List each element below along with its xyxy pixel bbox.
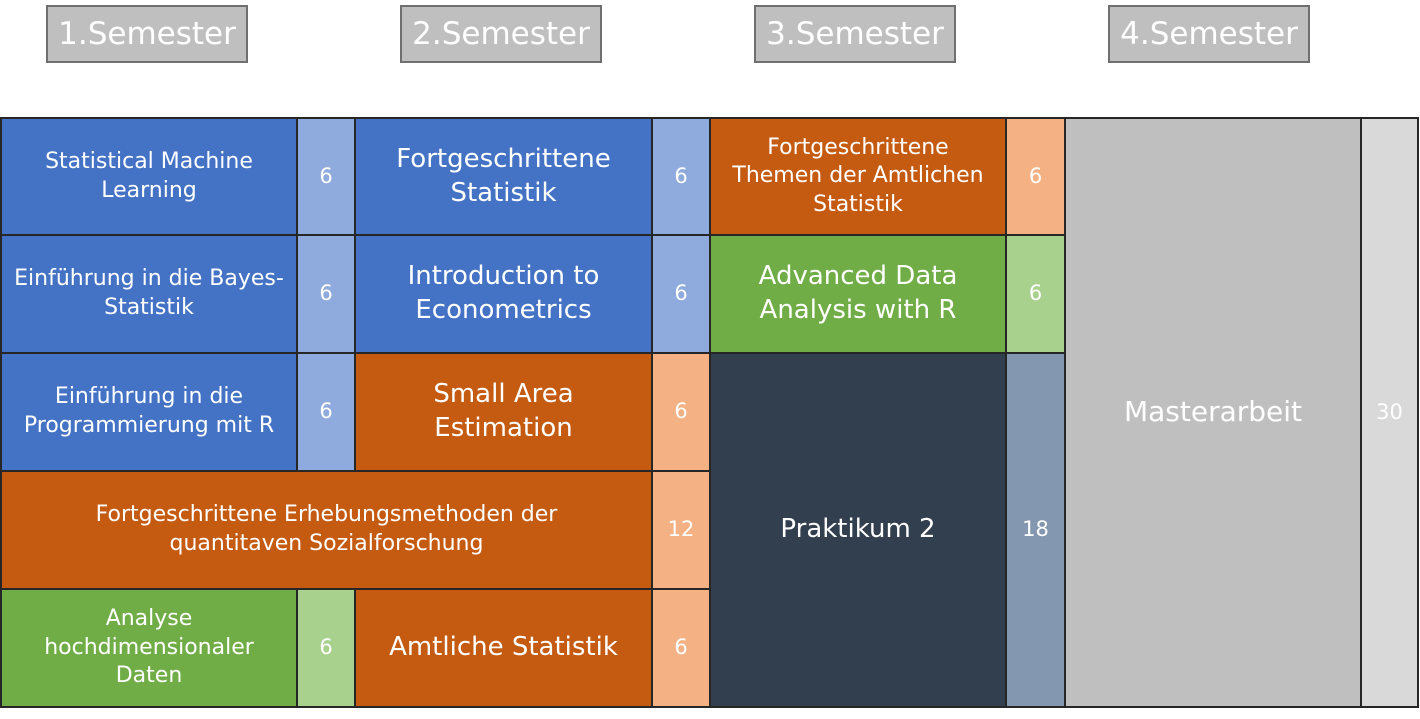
ects-hochdimensionale-daten: 6 <box>296 588 356 708</box>
ects-themen-amtliche-statistik: 6 <box>1005 117 1066 236</box>
module-themen-amtliche-statistik: Fortgeschrittene Themen der Amtlichen St… <box>709 117 1007 236</box>
ects-amtliche-statistik: 6 <box>651 588 711 708</box>
module-advanced-data-analysis: Advanced Data Analysis with R <box>709 234 1007 354</box>
ects-fortgeschrittene-statistik: 6 <box>651 117 711 236</box>
module-small-area-estimation: Small Area Estimation <box>354 352 653 472</box>
module-praktikum: Praktikum 2 <box>709 352 1007 708</box>
ects-statistical-machine-learning: 6 <box>296 117 356 236</box>
ects-advanced-data-analysis: 6 <box>1005 234 1066 354</box>
ects-bayes-statistik: 6 <box>296 234 356 354</box>
module-econometrics: Introduction to Econometrics <box>354 234 653 354</box>
module-hochdimensionale-daten: Analyse hochdimensionaler Daten <box>0 588 298 708</box>
module-fortgeschrittene-statistik: Fortgeschrittene Statistik <box>354 117 653 236</box>
semester-1-header: 1.Semester <box>46 5 248 63</box>
module-programmierung-r: Einführung in die Programmierung mit R <box>0 352 298 472</box>
ects-programmierung-r: 6 <box>296 352 356 472</box>
ects-erhebungsmethoden: 12 <box>651 470 711 590</box>
ects-small-area-estimation: 6 <box>651 352 711 472</box>
module-erhebungsmethoden: Fortgeschrittene Erhebungsmethoden der q… <box>0 470 653 590</box>
ects-praktikum: 18 <box>1005 352 1066 708</box>
module-masterarbeit: Masterarbeit <box>1064 117 1362 708</box>
module-amtliche-statistik: Amtliche Statistik <box>354 588 653 708</box>
module-bayes-statistik: Einführung in die Bayes-Statistik <box>0 234 298 354</box>
module-statistical-machine-learning: Statistical Machine Learning <box>0 117 298 236</box>
ects-econometrics: 6 <box>651 234 711 354</box>
semester-4-header: 4.Semester <box>1108 5 1310 63</box>
semester-2-header: 2.Semester <box>400 5 602 63</box>
semester-3-header: 3.Semester <box>754 5 956 63</box>
ects-masterarbeit: 30 <box>1360 117 1419 708</box>
